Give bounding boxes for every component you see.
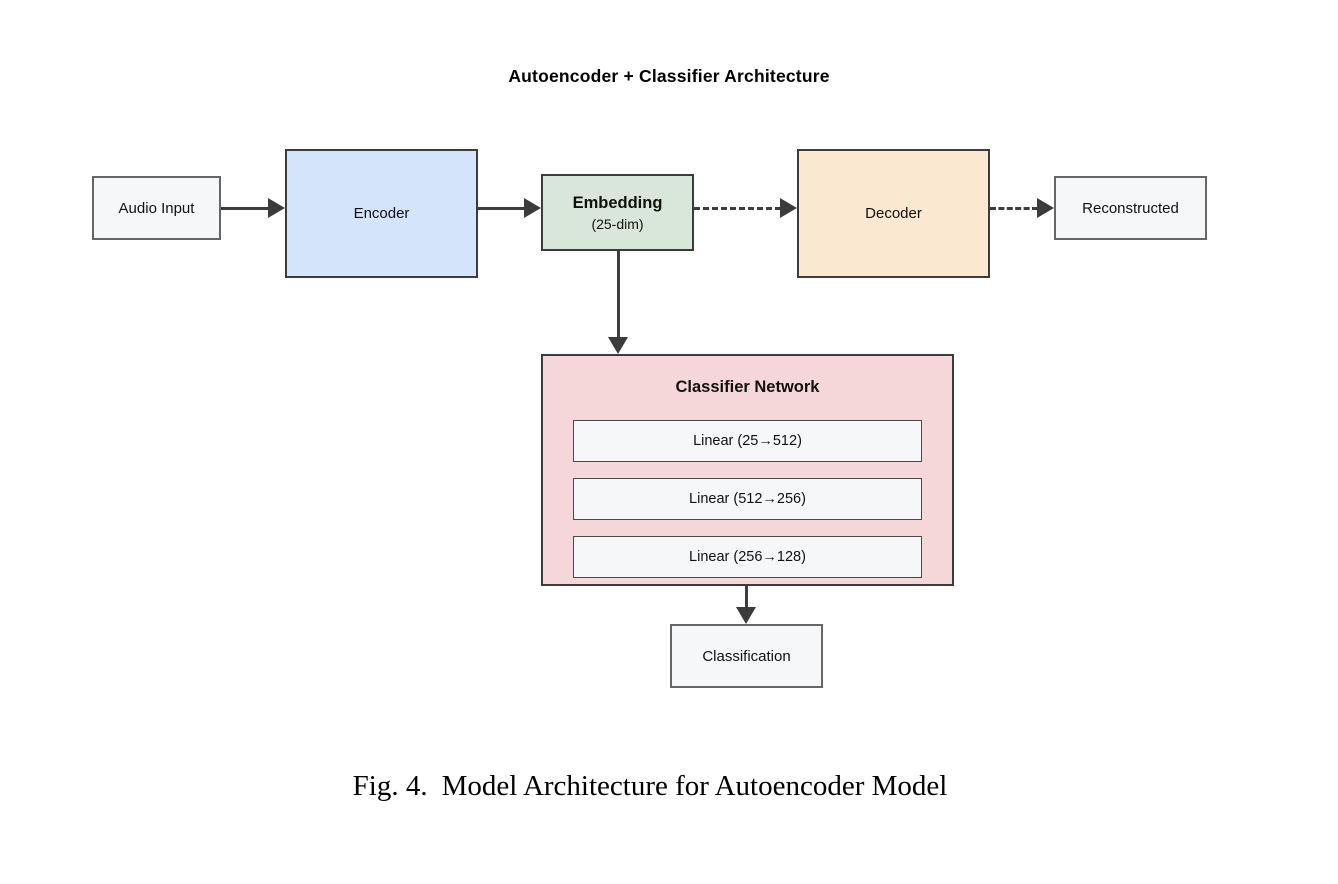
classification-label: Classification: [702, 647, 791, 665]
arrow-line: [478, 206, 525, 210]
encoder-label: Encoder: [353, 205, 410, 222]
classifier-layer-3-label: Linear (256→128): [689, 549, 806, 565]
classifier-layer-2-label: Linear (512→256): [689, 491, 806, 507]
decoder-label: Decoder: [865, 205, 922, 222]
embedding-label: Embedding: [572, 193, 663, 212]
classifier-network-title: Classifier Network: [675, 378, 820, 396]
figure-number-label: Fig. 4.: [352, 770, 428, 802]
classifier-layer-linear-1: Linear (25→512): [573, 420, 922, 462]
classifier-layer-linear-3: Linear (256→128): [573, 536, 922, 578]
arrow-dashed-line: [694, 206, 781, 210]
node-classification: Classification: [670, 624, 823, 688]
arrowhead-right-icon: [524, 198, 541, 218]
figure-caption-text: Model Architecture for Autoencoder Model: [441, 770, 948, 802]
audio-input-label: Audio Input: [118, 199, 195, 217]
node-encoder: Encoder: [285, 149, 478, 278]
classifier-layer-1-label: Linear (25→512): [693, 433, 802, 449]
arrow-line: [744, 586, 748, 608]
node-audio-input: Audio Input: [92, 176, 221, 240]
node-reconstructed: Reconstructed: [1054, 176, 1207, 240]
classifier-layer-linear-2: Linear (512→256): [573, 478, 922, 520]
node-classifier-network: Classifier Network Linear (25→512) Linea…: [541, 354, 954, 586]
node-decoder: Decoder: [797, 149, 990, 278]
arrowhead-down-icon: [608, 337, 628, 354]
arrowhead-right-icon: [1037, 198, 1054, 218]
arrow-dashed-line: [990, 206, 1038, 210]
arrowhead-right-icon: [780, 198, 797, 218]
arrowhead-right-icon: [268, 198, 285, 218]
arrowhead-down-icon: [736, 607, 756, 624]
diagram-title: Autoencoder + Classifier Architecture: [508, 66, 830, 86]
arrow-line: [221, 206, 269, 210]
arrow-line: [616, 251, 620, 338]
figure-caption: Fig. 4. Model Architecture for Autoencode…: [0, 770, 1300, 803]
embedding-dim-label: (25-dim): [591, 215, 644, 232]
reconstructed-label: Reconstructed: [1082, 199, 1179, 217]
node-embedding: Embedding (25-dim): [541, 174, 694, 251]
